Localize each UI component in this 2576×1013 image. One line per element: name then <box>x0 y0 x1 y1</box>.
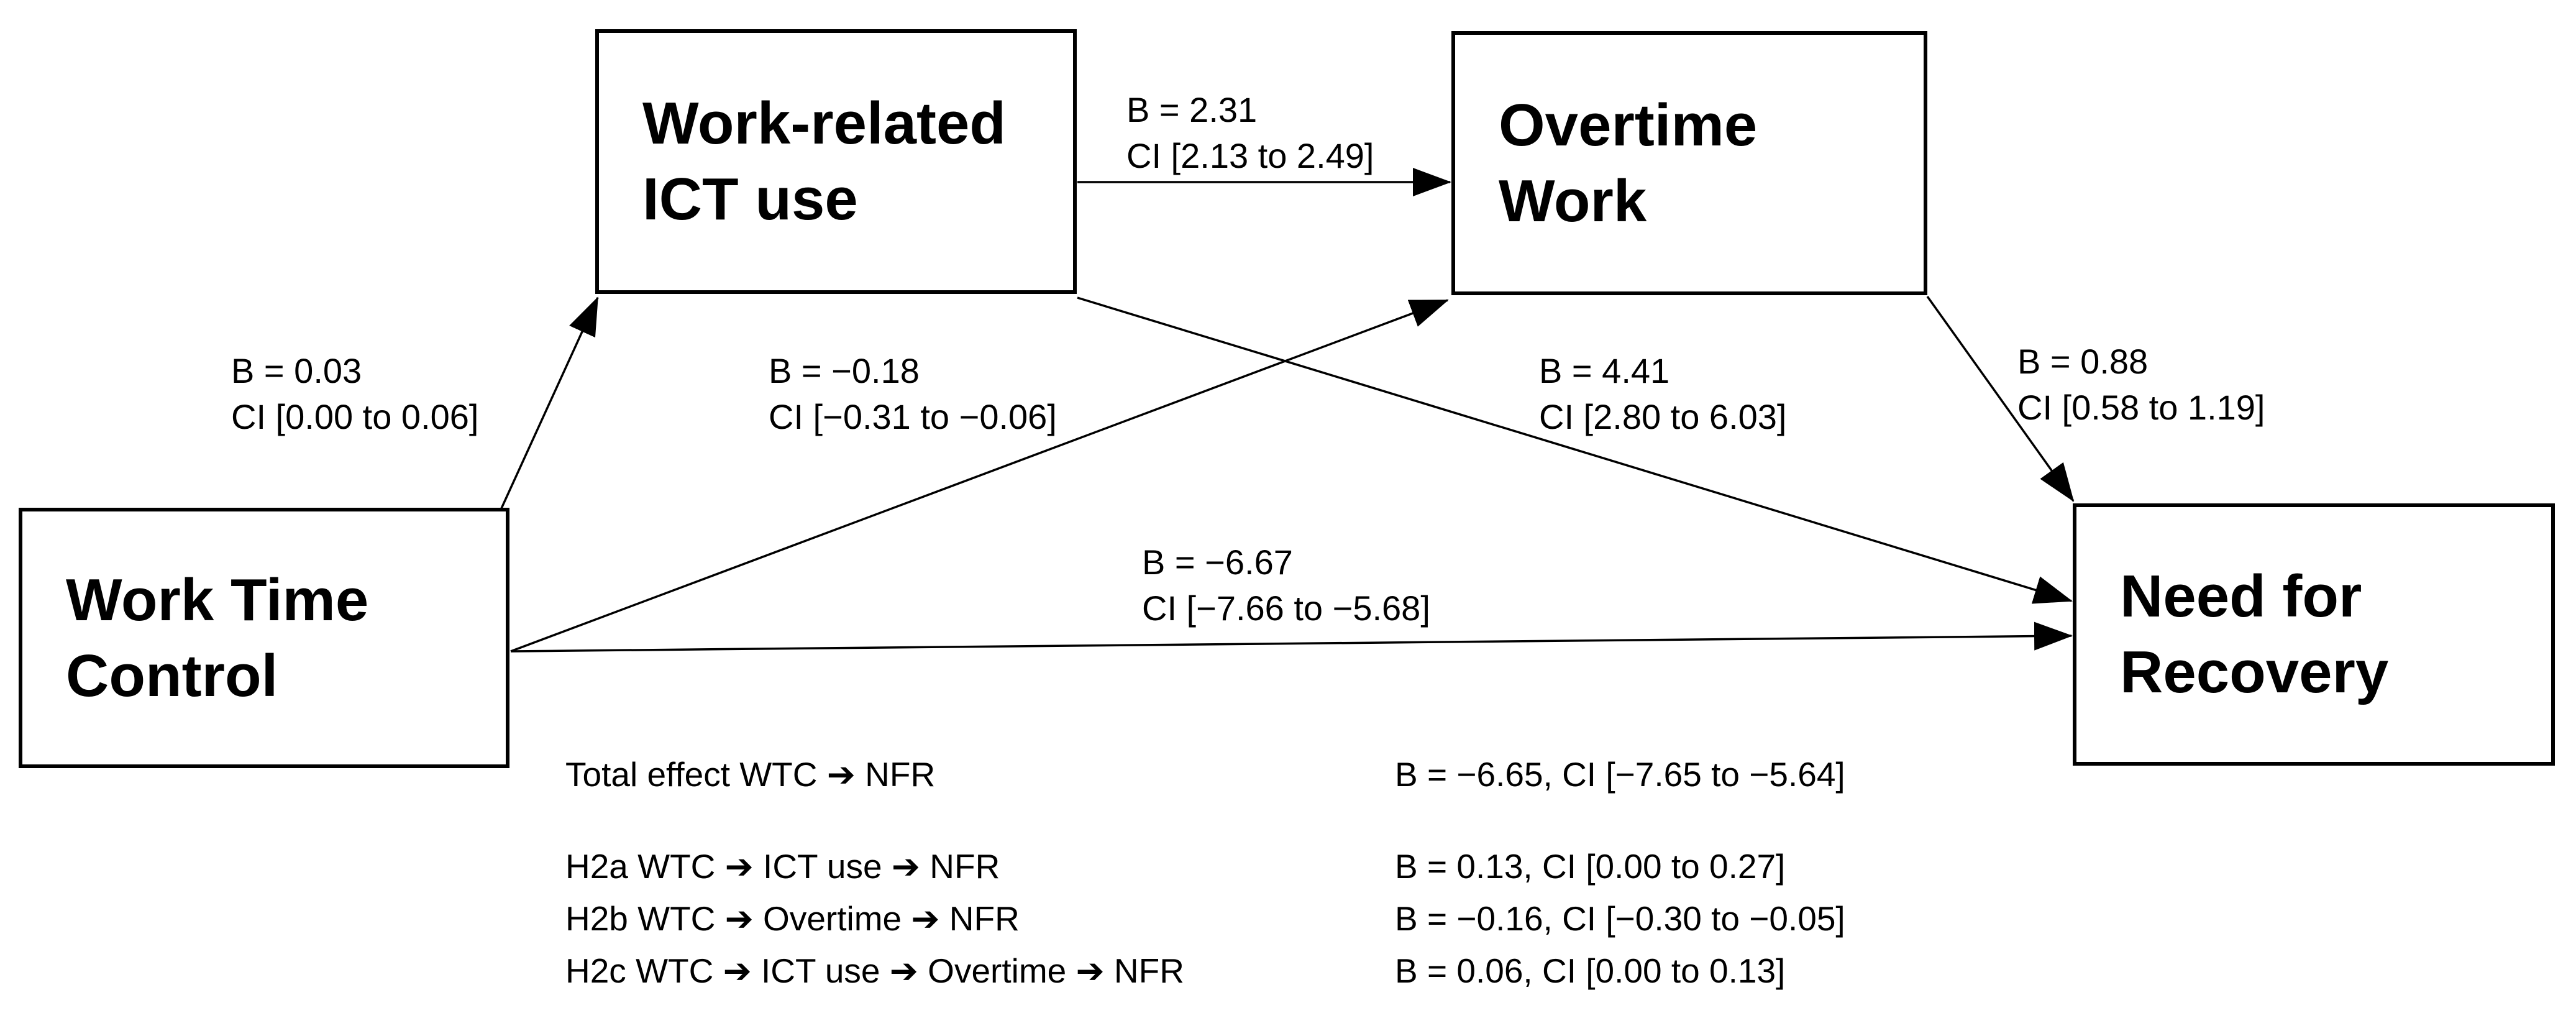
ci-value: CI [0.58 to 1.19] <box>2017 388 2265 427</box>
path-label-ict-to-nfr: B = 4.41 CI [2.80 to 6.03] <box>1539 348 1786 440</box>
box-label-line: Overtime <box>1499 91 1758 158</box>
box-need-for-recovery: Need for Recovery <box>2073 503 2555 766</box>
ci-value: CI [2.13 to 2.49] <box>1126 136 1374 175</box>
path-label-wtc-to-ict: B = 0.03 CI [0.00 to 0.06] <box>231 348 478 440</box>
box-label-line: Need for <box>2120 563 2362 630</box>
arrow-wtc-to-ict <box>500 296 599 509</box>
box-work-related-ict-use: Work-related ICT use <box>595 29 1077 294</box>
box-label-line: Work <box>1499 167 1647 234</box>
arrow-wtc-to-overtime <box>510 299 1449 653</box>
effect-label: Total effect WTC ➔ NFR <box>565 755 936 794</box>
path-label-wtc-to-nfr-direct: B = −6.67 CI [−7.66 to −5.68] <box>1142 539 1430 631</box>
effect-label: H2a WTC ➔ ICT use ➔ NFR <box>565 847 1000 886</box>
b-value: B = −0.18 <box>769 351 920 390</box>
effect-value: B = −6.65, CI [−7.65 to −5.64] <box>1395 755 1845 794</box>
b-value: B = 0.88 <box>2017 342 2149 381</box>
arrow-ict-to-nfr <box>1077 296 2073 604</box>
effect-value: B = −0.16, CI [−0.30 to −0.05] <box>1395 899 1845 938</box>
arrow-wtc-to-nfr <box>510 621 2073 653</box>
box-overtime-work: Overtime Work <box>1451 31 1927 295</box>
effect-label: H2c WTC ➔ ICT use ➔ Overtime ➔ NFR <box>565 951 1184 990</box>
path-label-ict-to-overtime: B = 2.31 CI [2.13 to 2.49] <box>1126 87 1374 179</box>
box-label-line: Recovery <box>2120 639 2389 705</box>
box-label-line: Control <box>66 642 278 709</box>
ci-value: CI [2.80 to 6.03] <box>1539 397 1787 436</box>
box-work-time-control: Work Time Control <box>19 508 509 768</box>
ci-value: CI [−7.66 to −5.68] <box>1142 589 1430 628</box>
b-value: B = 4.41 <box>1539 351 1670 390</box>
box-label-line: Work Time <box>66 566 369 633</box>
box-label-line: ICT use <box>642 166 858 232</box>
b-value: B = 0.03 <box>231 351 362 390</box>
b-value: B = −6.67 <box>1142 543 1293 582</box>
path-label-overtime-to-nfr: B = 0.88 CI [0.58 to 1.19] <box>2017 339 2265 431</box>
box-label-line: Work-related <box>642 90 1007 157</box>
effect-value: B = 0.06, CI [0.00 to 0.13] <box>1395 951 1786 990</box>
arrow-overtime-to-nfr <box>1926 295 2075 502</box>
path-label-wtc-to-overtime: B = −0.18 CI [−0.31 to −0.06] <box>769 348 1057 440</box>
ci-value: CI [−0.31 to −0.06] <box>769 397 1057 436</box>
b-value: B = 2.31 <box>1126 90 1258 129</box>
effect-value: B = 0.13, CI [0.00 to 0.27] <box>1395 847 1786 886</box>
effect-label: H2b WTC ➔ Overtime ➔ NFR <box>565 899 1020 938</box>
ci-value: CI [0.00 to 0.06] <box>231 397 479 436</box>
